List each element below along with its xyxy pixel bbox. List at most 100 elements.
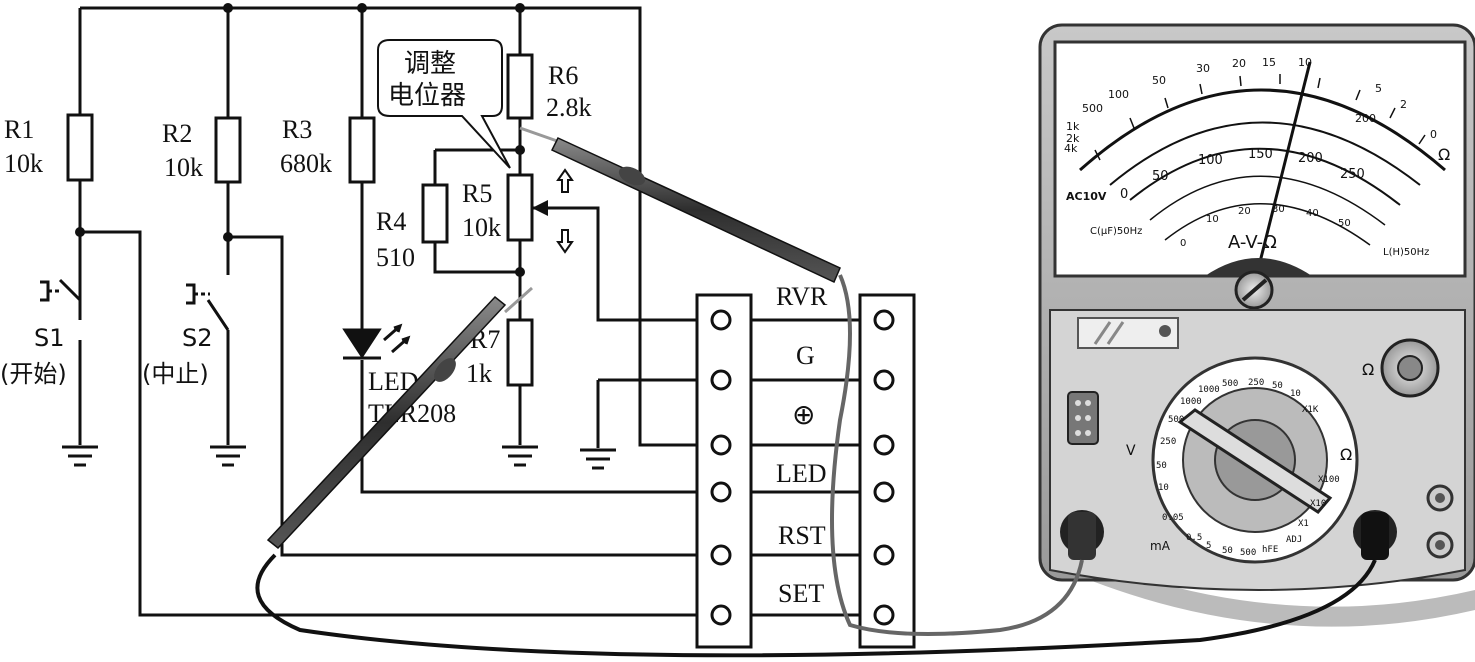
svg-text:15: 15 [1262, 56, 1276, 69]
jack-common [1060, 510, 1104, 560]
led-symbol [342, 323, 411, 360]
ground-s2 [210, 445, 246, 467]
resistor-r2 [214, 116, 242, 184]
multimeter: 500 100 50 30 20 15 10 5 2 0 1k 2k 4k 20… [1038, 23, 1475, 627]
terminal-label-rst: RST [778, 521, 826, 550]
svg-text:10: 10 [1290, 389, 1301, 399]
label-s2: S2 [182, 324, 213, 352]
lead-black [255, 553, 1377, 658]
label-r6-value: 2.8k [546, 93, 592, 122]
lead-gray [830, 274, 1084, 636]
svg-text:40: 40 [1306, 208, 1319, 219]
svg-text:50: 50 [1222, 546, 1233, 556]
label-s1-note: (开始) [0, 360, 67, 388]
svg-text:500: 500 [1240, 548, 1256, 558]
label-r4-value: 510 [376, 243, 415, 272]
dial-ring-labels: 1000 500 250 50 10 X1K X100 X10 X1 ADJ h… [1156, 378, 1340, 558]
meter-ind-label: L(H)50Hz [1383, 247, 1429, 258]
switch-s1 [40, 278, 82, 302]
meter-cap-label: C(μF)50Hz [1090, 226, 1142, 237]
terminal-label-set: SET [778, 579, 824, 608]
svg-text:0.05: 0.05 [1162, 513, 1184, 523]
terminal-labels: RVR G ⊕ LED RST SET [776, 282, 828, 608]
meter-ticks [1094, 74, 1426, 161]
meter-range-label: A-V-Ω [1228, 232, 1277, 253]
svg-text:500: 500 [1222, 379, 1238, 389]
svg-text:4k: 4k [1064, 142, 1078, 155]
svg-text:ADJ: ADJ [1286, 535, 1302, 545]
probe-leads [255, 274, 1377, 658]
svg-text:10: 10 [1206, 214, 1219, 225]
switch-s2 [186, 283, 230, 331]
resistors [66, 53, 534, 387]
label-r5-value: 10k [462, 213, 501, 242]
adjust-arrows [556, 168, 574, 254]
svg-text:30: 30 [1272, 204, 1285, 215]
circuit-wires [78, 6, 915, 617]
component-labels: R1 10k R2 10k R3 680k R4 510 R5 10k R6 2… [0, 61, 592, 428]
ground-s1 [62, 445, 98, 467]
label-r2: R2 [162, 119, 192, 148]
probe-black [266, 286, 533, 550]
svg-text:20: 20 [1232, 57, 1246, 70]
meter-display [1053, 40, 1467, 278]
terminal-label-plus: ⊕ [792, 398, 815, 431]
svg-text:250: 250 [1340, 167, 1365, 182]
svg-text:10: 10 [1158, 483, 1169, 493]
ground-r7 [502, 445, 538, 467]
svg-text:500: 500 [1082, 102, 1103, 115]
svg-text:0: 0 [1430, 128, 1437, 141]
dial-v-label: V [1126, 443, 1136, 459]
ohm-adjust-label: Ω [1362, 360, 1374, 379]
dial-ma-label: mA [1150, 539, 1171, 553]
terminal-label-g: G [796, 341, 815, 370]
svg-text:250: 250 [1160, 437, 1176, 447]
dial-ohm-label: Ω [1340, 445, 1352, 464]
svg-text:0: 0 [1180, 238, 1186, 249]
svg-text:50: 50 [1338, 218, 1351, 229]
svg-text:20: 20 [1238, 206, 1251, 217]
label-r5: R5 [462, 179, 492, 208]
resistor-r7 [506, 318, 534, 387]
label-r3: R3 [282, 115, 312, 144]
svg-text:0: 0 [1120, 187, 1128, 202]
svg-text:X100: X100 [1318, 475, 1340, 485]
label-r7-value: 1k [466, 359, 492, 388]
meter-scale-mid: 0 50 100 150 200 250 [1120, 147, 1365, 202]
meter-ohm-symbol: Ω [1438, 145, 1450, 164]
svg-text:50: 50 [1152, 74, 1166, 87]
svg-text:1k: 1k [1066, 120, 1080, 133]
meter-scale-low: 0 10 20 30 40 50 [1180, 204, 1351, 249]
svg-text:2: 2 [1400, 98, 1407, 111]
svg-text:50: 50 [1272, 381, 1283, 391]
meter-needle [1256, 61, 1312, 271]
terminal-label-rvr: RVR [776, 282, 828, 311]
svg-text:2k: 2k [1066, 132, 1080, 145]
meter-scale-top: 500 100 50 30 20 15 10 5 2 0 1k 2k 4k 20… [1064, 56, 1437, 155]
label-r1-value: 10k [4, 149, 43, 178]
label-r6: R6 [548, 61, 578, 90]
svg-text:50: 50 [1156, 461, 1167, 471]
terminal-strip-right [858, 293, 916, 649]
svg-text:0.5: 0.5 [1186, 533, 1202, 543]
selector-pointer [1177, 408, 1333, 514]
label-r2-value: 10k [164, 153, 203, 182]
svg-text:30: 30 [1196, 62, 1210, 75]
probe-red [519, 126, 841, 284]
callout-line1: 调整 [404, 49, 456, 79]
pot-wiper-arrow [532, 200, 548, 216]
svg-text:5: 5 [1375, 82, 1382, 95]
svg-text:250: 250 [1248, 378, 1264, 388]
svg-text:5: 5 [1206, 541, 1211, 551]
svg-text:100: 100 [1108, 88, 1129, 101]
label-s1: S1 [34, 324, 65, 352]
svg-text:150: 150 [1248, 147, 1273, 162]
label-r4: R4 [376, 207, 406, 236]
svg-text:hFE: hFE [1262, 545, 1278, 555]
ground-g [580, 448, 616, 470]
label-r1: R1 [4, 115, 34, 144]
resistor-r6 [506, 53, 534, 120]
resistor-r3 [348, 116, 376, 184]
callout-bubble: 调整 电位器 [377, 39, 511, 169]
